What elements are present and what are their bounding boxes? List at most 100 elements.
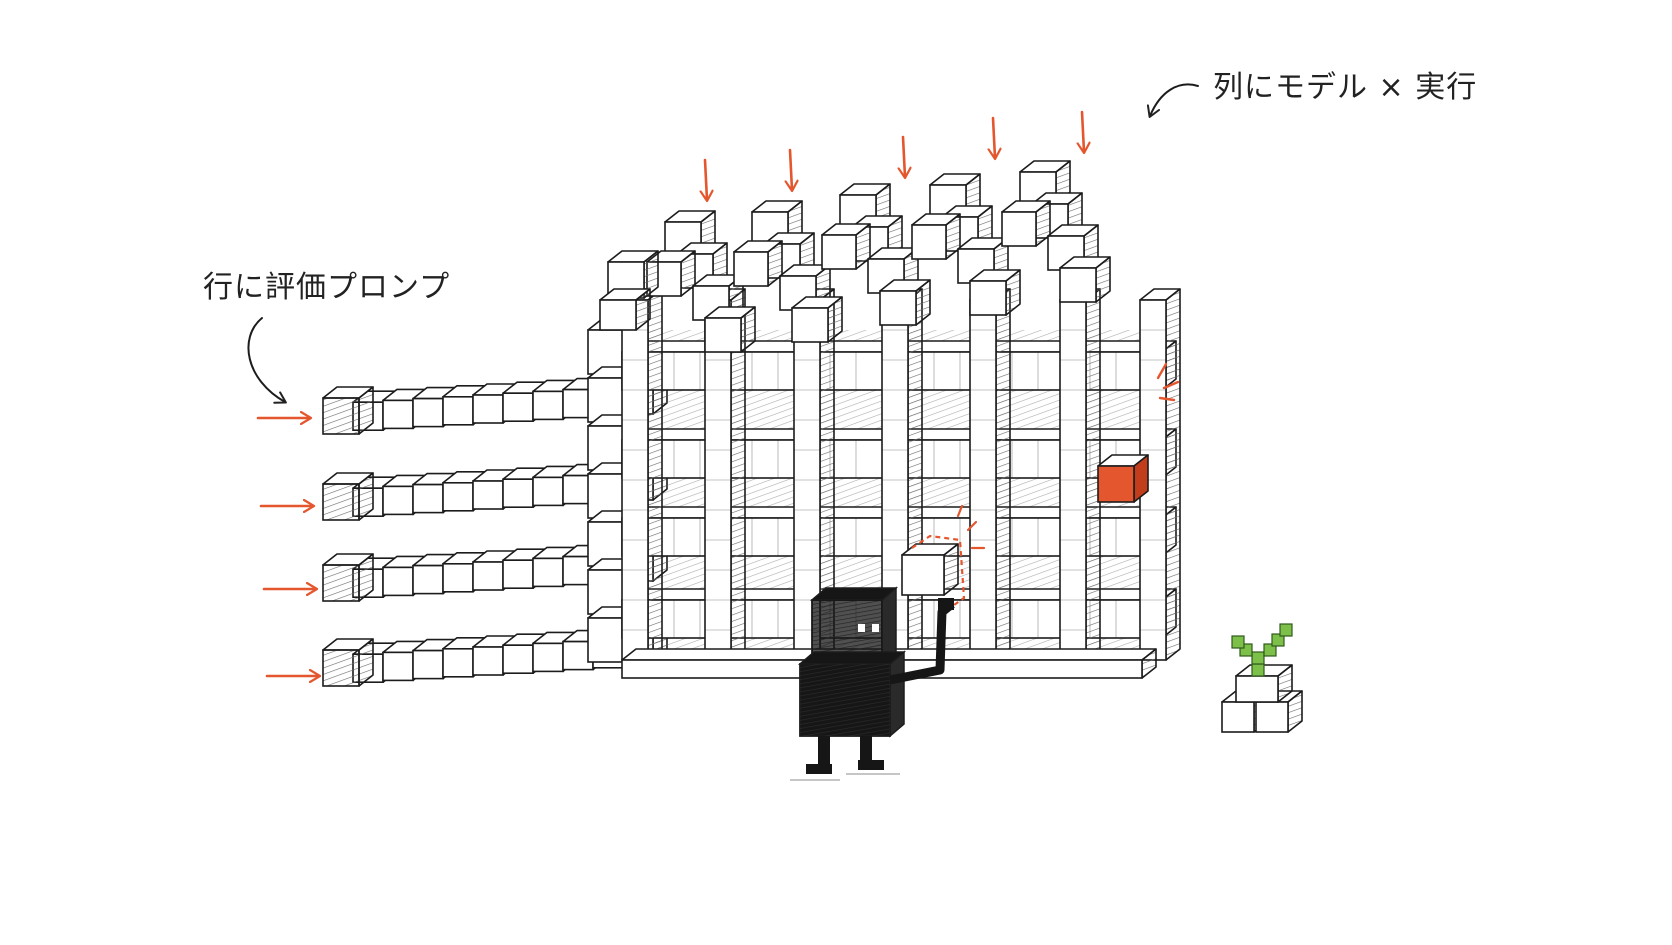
leaf-block — [1251, 651, 1265, 665]
leaf-block — [1231, 635, 1245, 649]
post-block — [969, 288, 1011, 661]
block-face — [412, 649, 444, 680]
block-face — [322, 397, 360, 435]
block-face — [412, 397, 444, 428]
block-side — [995, 288, 1011, 661]
arrow-down-icon — [790, 148, 792, 190]
column-tower — [911, 173, 1021, 316]
block-face — [911, 224, 947, 260]
block-face — [599, 299, 637, 331]
rows-label: 行に評価プロンプ — [203, 270, 451, 305]
pot-block — [1235, 664, 1293, 703]
placement-outline — [911, 534, 966, 613]
shelf-post — [1059, 288, 1101, 661]
column-tower — [733, 200, 843, 343]
shelf-post — [704, 288, 746, 661]
block-face — [442, 647, 474, 678]
column-tower — [1001, 160, 1111, 303]
robot-body-texture — [800, 664, 890, 736]
tower-block — [879, 279, 931, 326]
attention-mark — [956, 504, 964, 518]
block-face — [1059, 267, 1097, 303]
block-side — [1165, 288, 1181, 661]
robot-icon — [790, 586, 955, 781]
column-tower — [821, 183, 931, 326]
block-face — [442, 481, 474, 512]
robot-foot — [858, 760, 884, 770]
block-face — [1221, 701, 1255, 733]
block-face — [791, 307, 829, 343]
held-cube — [901, 543, 959, 596]
block-face — [502, 392, 534, 423]
row-head-block — [322, 386, 374, 435]
block-face — [322, 649, 360, 687]
arrow-down-icon — [993, 116, 995, 158]
sprout-leaves — [1231, 623, 1293, 677]
block-face — [472, 561, 504, 591]
block-face — [532, 642, 564, 673]
block-face — [532, 390, 564, 421]
held-block — [901, 504, 986, 613]
block-side — [647, 288, 663, 661]
block-face — [502, 559, 534, 590]
shelf-post — [793, 288, 835, 661]
annotation-arrows — [247, 83, 1199, 404]
arrow-down-icon — [705, 158, 707, 200]
arrow-down-icon — [1082, 110, 1084, 152]
robot-eye — [858, 624, 865, 632]
block-face — [322, 564, 360, 602]
block-face — [733, 251, 769, 287]
block-face — [382, 651, 414, 682]
rows-annotation-arrow — [247, 317, 287, 404]
block-face — [821, 234, 857, 270]
block-face — [472, 394, 504, 424]
attention-mark — [1156, 362, 1168, 380]
block-face — [382, 485, 414, 516]
leaf-block — [1279, 623, 1293, 637]
robot-leg — [818, 736, 830, 768]
post-block — [621, 288, 663, 661]
post-block — [1059, 288, 1101, 661]
block-face — [442, 395, 474, 426]
block-face — [412, 483, 444, 514]
shelf-post — [621, 288, 663, 661]
arrow-down-icon — [903, 135, 905, 177]
input-arrows — [256, 110, 1084, 676]
block-face — [382, 566, 414, 597]
block-face — [1255, 701, 1289, 733]
robot-body-top — [797, 651, 907, 665]
leaf-block — [1251, 663, 1265, 677]
tower-block — [704, 306, 756, 353]
block-face — [532, 476, 564, 507]
tower-block — [969, 269, 1021, 316]
tower-block — [599, 288, 651, 331]
leaf-block — [1263, 643, 1277, 657]
block-face — [322, 483, 360, 521]
attention-mark — [1162, 380, 1180, 390]
highlighted-cell — [1097, 454, 1149, 503]
block-face — [502, 478, 534, 509]
robot-foot — [806, 764, 832, 774]
columns-label: 列にモデル × 実行 — [1213, 70, 1478, 105]
column-stacks — [599, 160, 1111, 353]
attention-mark — [1158, 396, 1176, 402]
block-face — [1235, 675, 1279, 703]
robot-hand — [938, 598, 954, 610]
leaf-block — [1271, 633, 1285, 647]
block-face — [382, 399, 414, 430]
row-head-block — [322, 638, 374, 687]
robot-eye — [872, 624, 879, 632]
row-head-block — [322, 472, 374, 521]
block-face — [442, 562, 474, 593]
row-head-block — [322, 553, 374, 602]
block-face — [879, 290, 917, 326]
sprout-icon — [1221, 623, 1303, 733]
block-face — [1097, 465, 1135, 503]
block-face — [1001, 211, 1037, 247]
block-face — [969, 280, 1007, 316]
prompt-row — [322, 541, 668, 602]
tower-block — [821, 223, 871, 270]
tower-block — [791, 296, 843, 343]
